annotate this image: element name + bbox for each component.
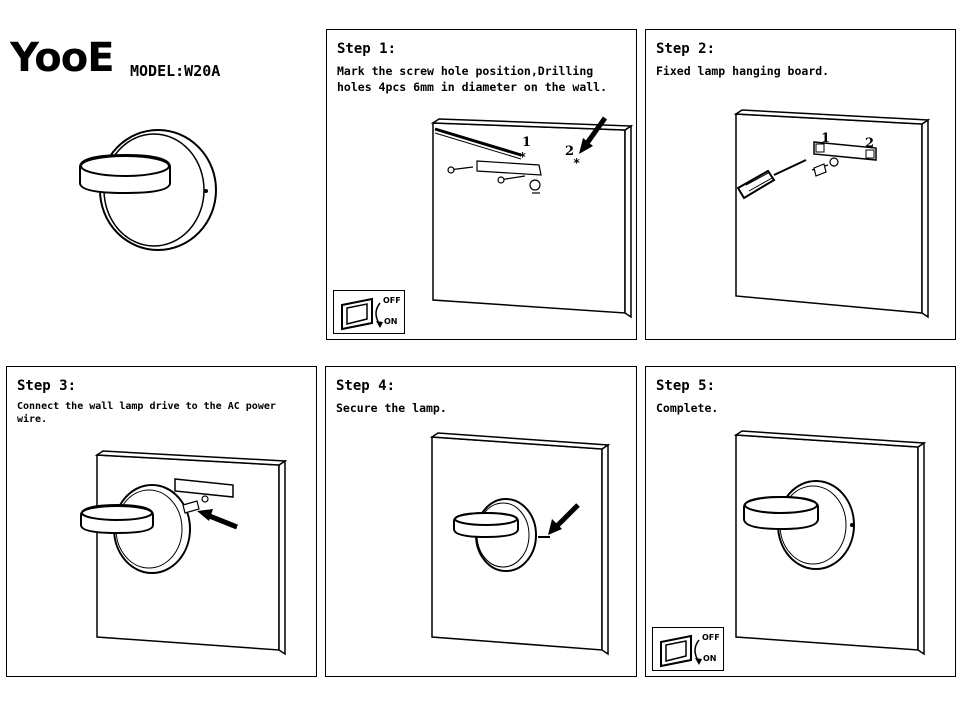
switch-off-label: OFF xyxy=(702,633,720,642)
power-switch-icon: OFF ON xyxy=(652,627,724,671)
step-5-description: Complete. xyxy=(656,401,719,415)
model-number: MODEL:W20A xyxy=(130,62,221,80)
svg-text:*: * xyxy=(519,150,526,164)
step-5-title: Step 5: xyxy=(656,378,716,394)
brand-logo: YooE xyxy=(10,35,115,81)
connector-icon xyxy=(182,495,209,514)
board-mark-2: 2 xyxy=(865,136,874,151)
board-mark-1: 1 xyxy=(821,131,830,146)
step-3-title: Step 3: xyxy=(17,378,77,394)
step-2-title: Step 2: xyxy=(656,41,716,57)
hole-mark-1: 1 xyxy=(522,135,531,150)
step-2-panel: Step 2: Fixed lamp hanging board. 1 2 xyxy=(645,29,956,340)
screw-icon xyxy=(447,166,541,194)
step-1-title: Step 1: xyxy=(337,41,397,57)
power-switch-icon: OFF ON xyxy=(333,290,405,334)
switch-on-label: ON xyxy=(703,654,717,663)
switch-off-label: OFF xyxy=(383,296,401,305)
step-3-panel: Step 3: Connect the wall lamp drive to t… xyxy=(6,366,317,677)
step-4-title: Step 4: xyxy=(336,378,396,394)
step-2-drawing: 1 2 xyxy=(733,109,931,319)
step-1-description: Mark the screw hole position,Drilling ho… xyxy=(337,64,608,94)
svg-text:*: * xyxy=(573,156,580,170)
step-2-description: Fixed lamp hanging board. xyxy=(656,64,830,78)
step-1-drawing: 1 2 * * xyxy=(430,116,634,319)
switch-on-label: ON xyxy=(384,317,398,326)
hole-mark-2: 2 xyxy=(565,144,574,159)
step-5-drawing xyxy=(733,430,927,656)
step-3-description: Connect the wall lamp drive to the AC po… xyxy=(17,401,276,425)
screw-icon xyxy=(811,157,839,177)
level-tool xyxy=(434,127,522,157)
step-5-panel: Step 5: Complete. OFF ON xyxy=(645,366,956,677)
screwdriver-icon xyxy=(736,159,807,200)
step-3-drawing xyxy=(80,450,288,656)
step-4-description: Secure the lamp. xyxy=(336,401,447,415)
lamp-product-illustration xyxy=(79,129,217,251)
step-4-panel: Step 4: Secure the lamp. xyxy=(325,366,637,677)
step-4-drawing xyxy=(429,432,611,656)
step-1-panel: Step 1: Mark the screw hole position,Dri… xyxy=(326,29,637,340)
